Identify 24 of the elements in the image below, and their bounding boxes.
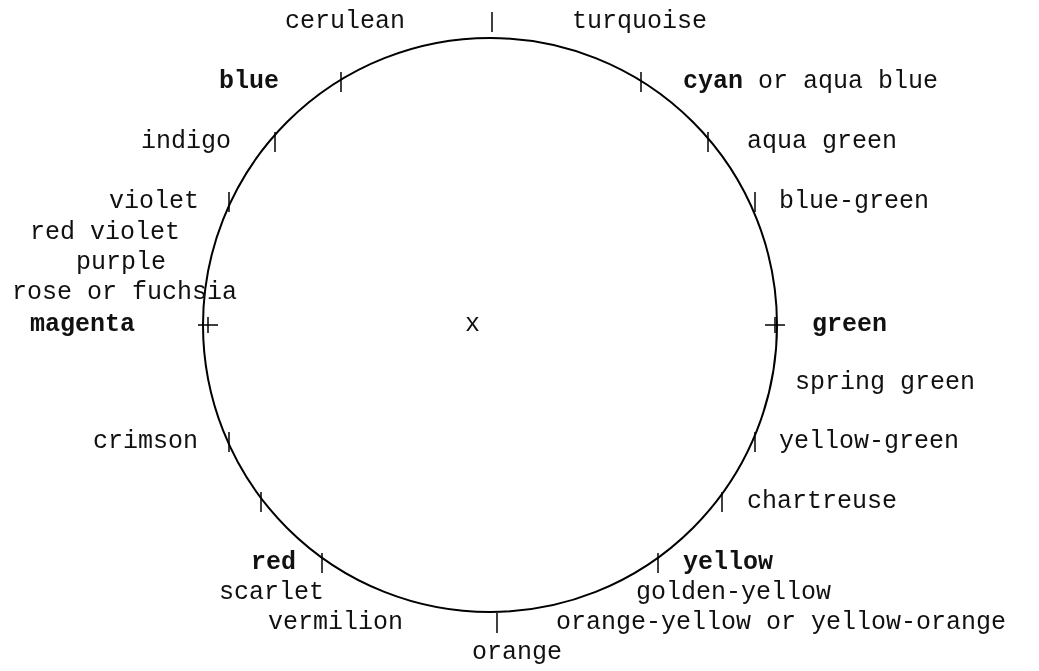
- color-name-label: blue: [219, 68, 279, 96]
- color-name-label: red violet: [30, 219, 181, 247]
- color-name-label: purple: [76, 249, 166, 277]
- color-name-label: orange-yellow or yellow-orange: [556, 609, 1007, 637]
- color-name-label: indigo: [141, 128, 231, 156]
- color-name-label: vermilion: [268, 609, 404, 637]
- color-name-label: crimson: [93, 428, 199, 456]
- color-name-label: cyan or aqua blue: [683, 68, 939, 96]
- color-name-label: orange: [472, 639, 562, 667]
- color-name-label: yellow: [683, 549, 773, 577]
- color-name-label: magenta: [30, 311, 136, 339]
- color-name-label: violet: [109, 188, 199, 216]
- color-name-label: aqua green: [747, 128, 898, 156]
- color-name-label: green: [812, 311, 887, 339]
- color-name-label: blue-green: [779, 188, 930, 216]
- color-name-label: turquoise: [572, 8, 708, 36]
- color-name-label: spring green: [795, 369, 976, 397]
- color-name-label: yellow-green: [779, 428, 960, 456]
- color-name-label: red: [251, 549, 296, 577]
- color-name-label: cerulean: [285, 8, 406, 36]
- center-mark: x: [465, 311, 480, 339]
- color-name-label: scarlet: [219, 579, 325, 607]
- color-name-label: golden-yellow: [636, 579, 832, 607]
- color-name-label: chartreuse: [747, 488, 898, 516]
